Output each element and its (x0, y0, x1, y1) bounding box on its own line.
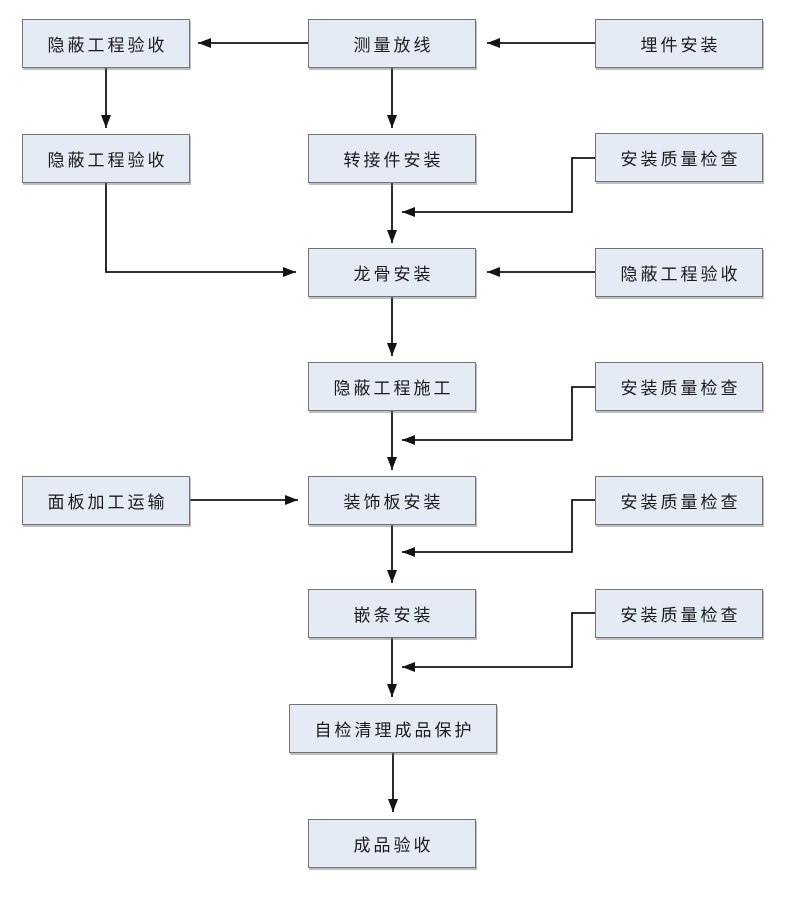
node-panel-processing-transport: 面板加工运输 (22, 476, 190, 525)
edge-quality-3-elbow-arrow (402, 499, 595, 557)
node-hidden-work-acceptance-1: 隐蔽工程验收 (22, 19, 190, 68)
node-keel-installation: 龙骨安装 (308, 248, 476, 297)
node-finished-product-acceptance: 成品验收 (308, 819, 476, 868)
node-quality-check-1: 安装质量检查 (595, 133, 763, 182)
node-embed-installation: 埋件安装 (595, 19, 763, 68)
node-inlay-strip-installation: 嵌条安装 (308, 589, 476, 638)
node-quality-check-2: 安装质量检查 (595, 362, 763, 411)
node-hidden-work-acceptance-3: 隐蔽工程验收 (595, 248, 763, 297)
node-measuring-setting-out: 测量放线 (308, 19, 476, 68)
node-quality-check-4: 安装质量检查 (595, 589, 763, 638)
edge-hidden-acceptance-2-to-keel-arrow (105, 183, 296, 277)
node-adapter-installation: 转接件安装 (308, 134, 476, 183)
node-self-check-cleanup-protection: 自检清理成品保护 (289, 704, 497, 753)
node-hidden-work-construction: 隐蔽工程施工 (308, 362, 476, 411)
node-quality-check-3: 安装质量检查 (595, 476, 763, 525)
edge-quality-2-elbow-arrow (402, 386, 595, 445)
edge-quality-1-elbow-arrow (402, 157, 595, 217)
edge-quality-4-elbow-arrow (402, 612, 595, 672)
node-hidden-work-acceptance-2: 隐蔽工程验收 (22, 134, 190, 183)
node-decorative-panel-installation: 装饰板安装 (308, 476, 476, 525)
